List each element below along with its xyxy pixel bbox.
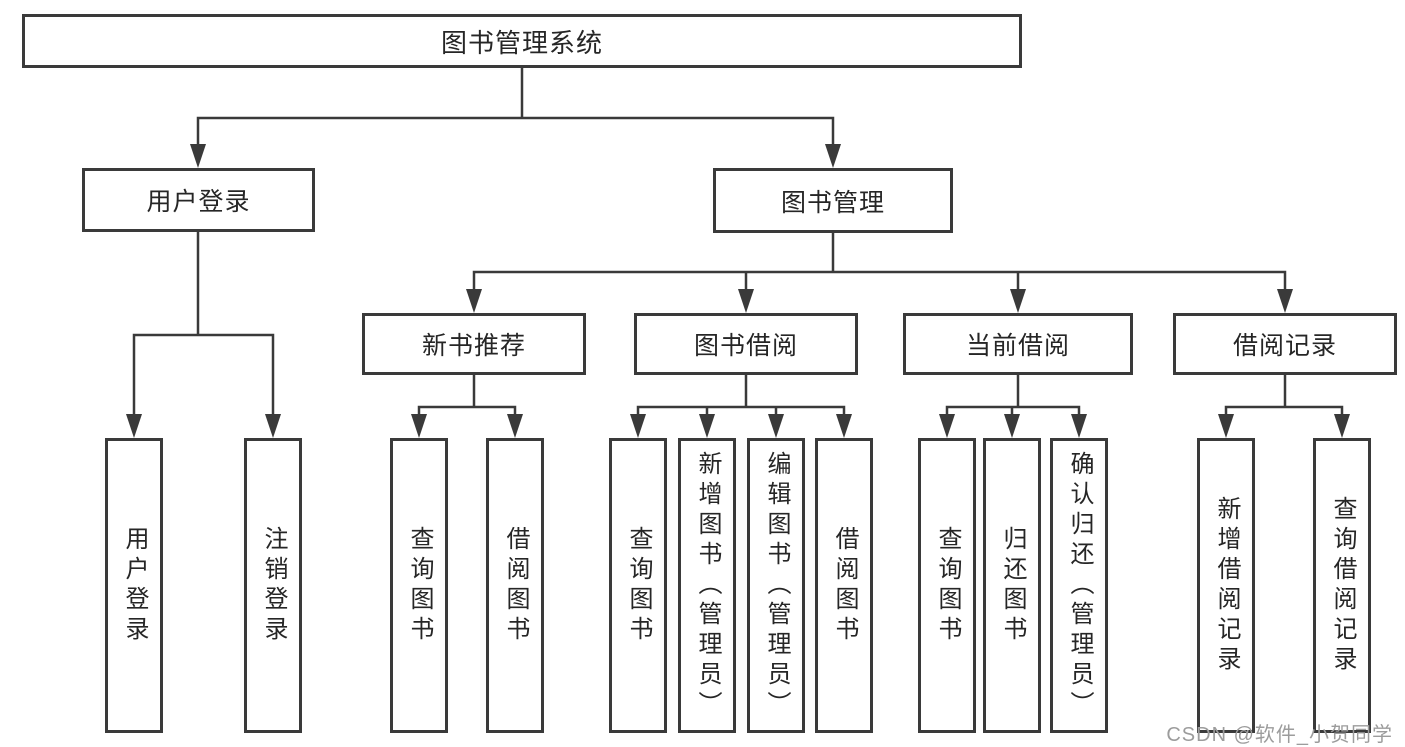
node-leaf-user-login-label: 用户登录 <box>121 525 148 646</box>
node-leaf-query-books-current: 查询图书 <box>918 438 976 733</box>
node-leaf-edit-book-admin-label: 编辑图书（管理员） <box>763 450 790 721</box>
node-leaf-logout-label: 注销登录 <box>260 525 287 646</box>
node-user-login: 用户登录 <box>82 168 315 232</box>
node-leaf-query-borrow-record-label: 查询借阅记录 <box>1329 495 1356 676</box>
node-leaf-return-book: 归还图书 <box>983 438 1041 733</box>
node-leaf-query-borrow-record: 查询借阅记录 <box>1313 438 1371 733</box>
node-leaf-query-books-borrow: 查询图书 <box>609 438 667 733</box>
node-current-borrow: 当前借阅 <box>903 313 1133 375</box>
node-leaf-borrow-books: 借阅图书 <box>815 438 873 733</box>
node-leaf-add-book-admin-label: 新增图书（管理员） <box>694 450 721 721</box>
node-borrow-records: 借阅记录 <box>1173 313 1397 375</box>
node-leaf-return-book-label: 归还图书 <box>999 525 1026 646</box>
node-root: 图书管理系统 <box>22 14 1022 68</box>
node-book-borrow: 图书借阅 <box>634 313 858 375</box>
node-leaf-borrow-books-label: 借阅图书 <box>831 525 858 646</box>
node-leaf-add-book-admin: 新增图书（管理员） <box>678 438 736 733</box>
node-leaf-confirm-return-admin: 确认归还（管理员） <box>1050 438 1108 733</box>
node-leaf-logout: 注销登录 <box>244 438 302 733</box>
node-leaf-add-borrow-record-label: 新增借阅记录 <box>1213 495 1240 676</box>
node-leaf-add-borrow-record: 新增借阅记录 <box>1197 438 1255 733</box>
node-new-book-recommend: 新书推荐 <box>362 313 586 375</box>
node-leaf-borrow-books-recommend-label: 借阅图书 <box>502 525 529 646</box>
node-leaf-query-books-recommend-label: 查询图书 <box>406 525 433 646</box>
node-leaf-borrow-books-recommend: 借阅图书 <box>486 438 544 733</box>
node-leaf-query-books-borrow-label: 查询图书 <box>625 525 652 646</box>
node-leaf-user-login: 用户登录 <box>105 438 163 733</box>
node-leaf-edit-book-admin: 编辑图书（管理员） <box>747 438 805 733</box>
node-book-management: 图书管理 <box>713 168 953 233</box>
node-leaf-query-books-recommend: 查询图书 <box>390 438 448 733</box>
node-leaf-confirm-return-admin-label: 确认归还（管理员） <box>1066 450 1093 721</box>
node-leaf-query-books-current-label: 查询图书 <box>934 525 961 646</box>
csdn-watermark: CSDN @软件_小贺同学 <box>1166 724 1393 746</box>
